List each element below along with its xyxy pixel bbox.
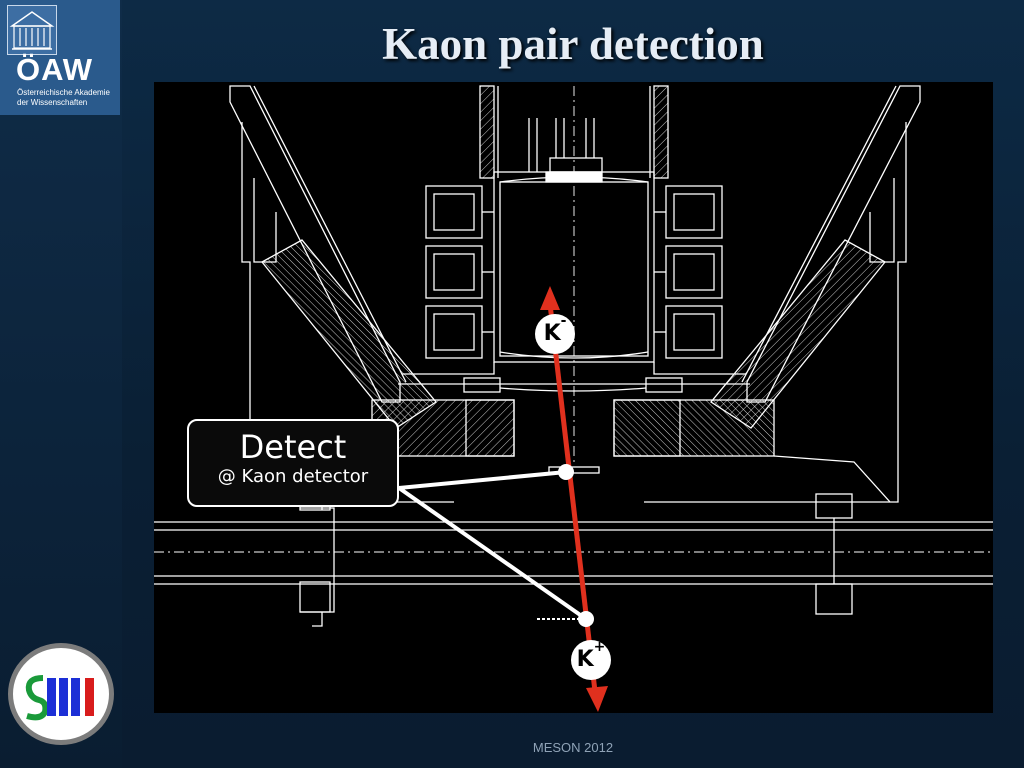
left-sdd-modules: [425, 185, 494, 359]
smi-logo-blue-bar-3: [71, 678, 80, 716]
k-plus-charge: +: [593, 638, 606, 655]
smi-logo-red-bar: [85, 678, 94, 716]
smi-logo: [8, 643, 114, 745]
left-lower-shield-inner: [465, 399, 515, 457]
left-tube-wall: [479, 85, 495, 179]
detector-diagram: [154, 82, 993, 713]
smi-logo-icon: [25, 675, 94, 721]
oaw-subtitle-line2: der Wissenschaften: [17, 98, 88, 107]
k-plus-symbol: K: [576, 647, 594, 672]
cryo-flange: [549, 157, 603, 173]
entrance-window-right: [645, 377, 683, 393]
callout-line-lower: [397, 486, 588, 621]
target-housing-bottom-3: [653, 362, 746, 375]
oaw-letters: ÖAW: [16, 52, 94, 87]
detector-schematic: [154, 85, 993, 712]
right-flange-bottom: [815, 583, 853, 615]
detect-callout: Detect @ Kaon detector: [187, 419, 399, 507]
right-lower-shield: [613, 399, 775, 457]
upper-kaon-scintillator: [548, 466, 600, 474]
k-plus-label: K+: [571, 640, 611, 680]
k-minus-charge: -: [560, 312, 567, 329]
target-bottom: [499, 351, 649, 359]
oaw-subtitle-line1: Österreichische Akademie: [17, 88, 110, 97]
smi-logo-blue-bar-1: [47, 678, 56, 716]
entrance-window-left: [463, 377, 501, 393]
right-side-column: [890, 122, 907, 503]
left-sidebar-strip: [0, 0, 122, 768]
oaw-building-icon: [7, 5, 57, 55]
smi-logo-blue-bar-2: [59, 678, 68, 716]
kaon-track-arrow-up: [540, 286, 560, 310]
callout-sub-text: @ Kaon detector: [217, 466, 369, 487]
detection-point-upper: [558, 464, 574, 480]
right-flange-top: [815, 493, 853, 519]
oaw-building-drawing: [9, 11, 55, 50]
right-tube-wall: [653, 85, 669, 179]
detection-point-lower: [578, 611, 594, 627]
lower-frame-right: [773, 455, 891, 503]
k-minus-label: K-: [535, 314, 575, 354]
target-housing-bottom-2: [402, 362, 495, 375]
smi-logo-s: [25, 675, 49, 721]
slide-title: Kaon pair detection: [382, 19, 764, 69]
right-sdd-modules: [654, 185, 723, 359]
oaw-logo: ÖAW Österreichische Akademie der Wissens…: [0, 0, 120, 115]
kaon-track-arrow-down: [586, 686, 608, 712]
entrance-window-curve: [499, 387, 647, 392]
oaw-subtitle: Österreichische Akademie der Wissenschaf…: [17, 88, 119, 108]
slide-footer: MESON 2012: [532, 740, 614, 755]
left-flange-bottom: [299, 581, 331, 613]
kaon-track: [547, 303, 599, 701]
left-pipe-flange: [300, 493, 335, 627]
right-lower-shield-inner: [613, 399, 681, 457]
k-minus-symbol: K: [543, 321, 561, 346]
left-side-column-2: [253, 178, 277, 263]
left-wall-inner-line: [253, 85, 407, 383]
callout-line-upper: [397, 470, 568, 490]
callout-main-text: Detect: [239, 428, 347, 466]
